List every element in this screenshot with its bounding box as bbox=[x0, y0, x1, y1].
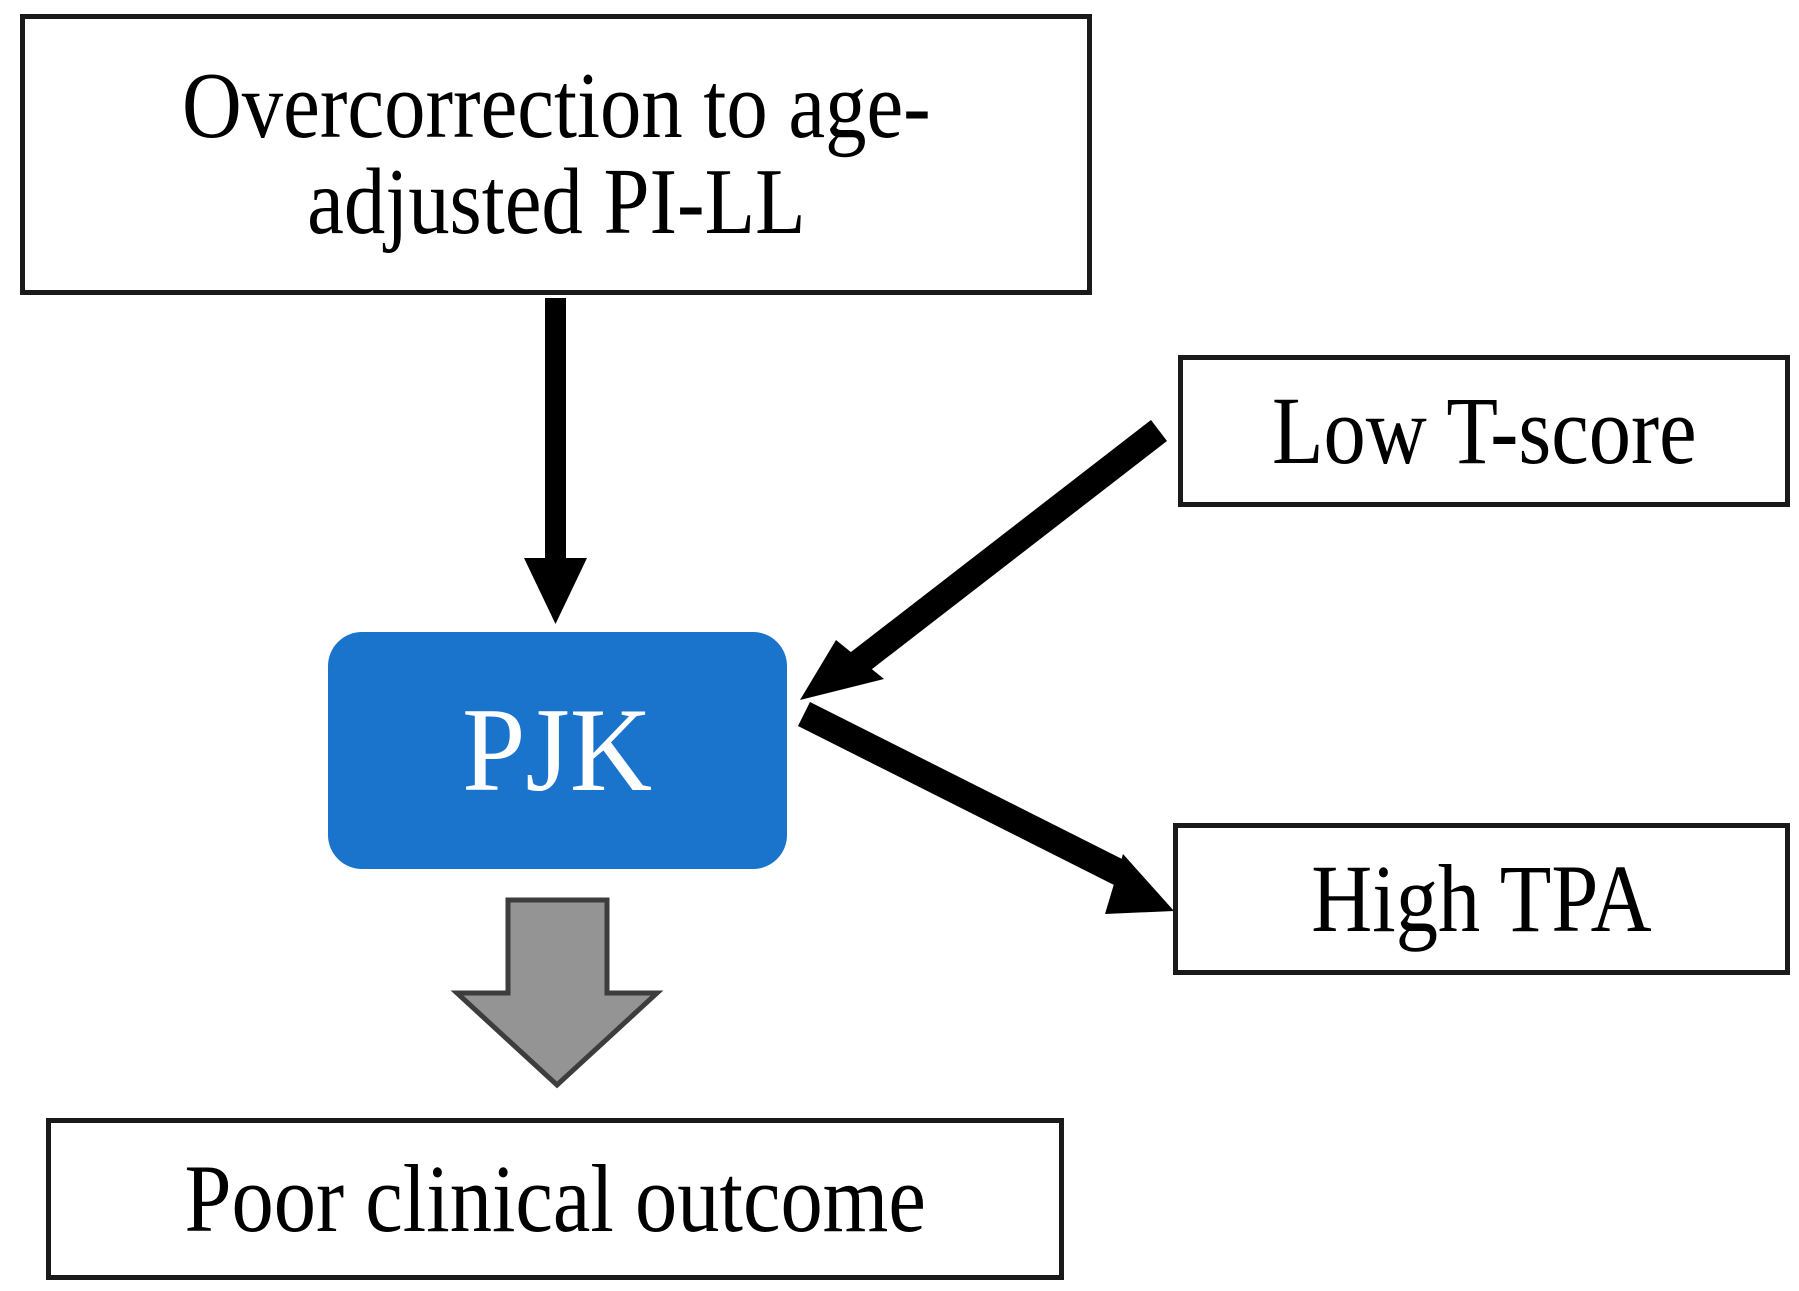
node-low-t-score: Low T-score bbox=[1178, 355, 1790, 507]
node-pjk-label: PJK bbox=[462, 683, 653, 817]
node-high-tpa-label: High TPA bbox=[1311, 845, 1652, 953]
node-pjk: PJK bbox=[328, 632, 787, 869]
arrow-low-tscore-to-pjk bbox=[800, 420, 1167, 700]
node-poor-clinical-outcome-label: Poor clinical outcome bbox=[184, 1145, 926, 1253]
node-high-tpa: High TPA bbox=[1173, 823, 1790, 975]
arrow-pjk-to-high-tpa bbox=[798, 702, 1174, 914]
arrow-pjk-to-poor-outcome bbox=[450, 897, 664, 1089]
node-overcorrection-label: Overcorrection to age- adjusted PI-LL bbox=[181, 53, 931, 254]
arrow-overcorrection-to-pjk bbox=[524, 298, 587, 624]
node-poor-clinical-outcome: Poor clinical outcome bbox=[46, 1118, 1064, 1280]
node-low-t-score-label: Low T-score bbox=[1271, 377, 1697, 485]
node-overcorrection-to-age-adjusted-pi-ll: Overcorrection to age- adjusted PI-LL bbox=[20, 14, 1092, 295]
